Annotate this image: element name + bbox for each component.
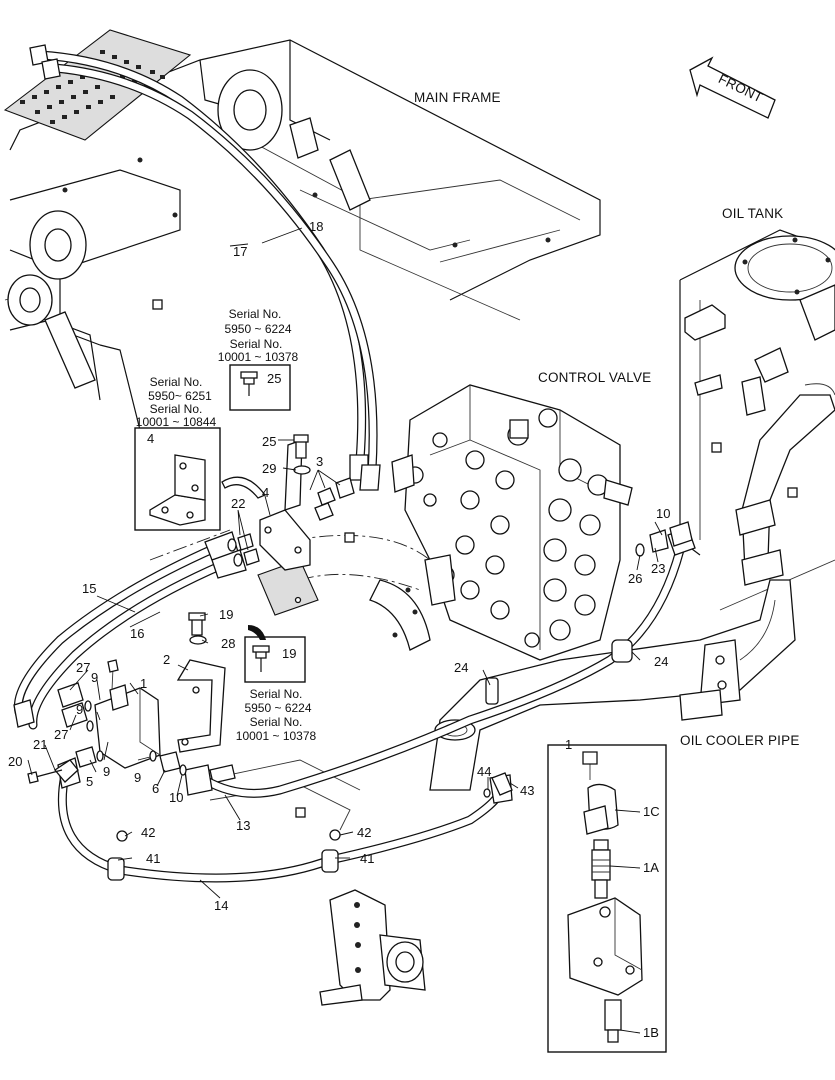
hose-15-16 <box>13 531 247 730</box>
callout-20: 20 <box>8 754 22 769</box>
callout-25a: 25 <box>267 371 281 386</box>
callout-18: 18 <box>309 219 323 234</box>
callout-42a: 42 <box>141 825 155 840</box>
callout-44: 44 <box>477 764 491 779</box>
detail-box-valve-1 <box>547 744 667 1053</box>
serial-19-line4: 10001 ~ 10378 <box>236 729 317 743</box>
serial-25-line2: 5950 ~ 6224 <box>224 322 291 336</box>
callout-28: 28 <box>221 636 235 651</box>
hose-17-18 <box>29 44 381 491</box>
serial-19-line2: 5950 ~ 6224 <box>244 701 311 715</box>
serial-box-19: Serial No. 5950 ~ 6224 Serial No. 10001 … <box>236 625 317 743</box>
serial-25-line3: Serial No. <box>230 337 283 351</box>
oil-tank-label: OIL TANK <box>722 206 783 221</box>
serial-4-line4: 10001 ~ 10844 <box>136 415 217 429</box>
lower-flange-pipe <box>319 889 426 1006</box>
callout-1c: 1C <box>643 804 660 819</box>
callout-19b: 19 <box>282 646 296 661</box>
callout-25b: 25 <box>262 434 276 449</box>
callout-42b: 42 <box>357 825 371 840</box>
callout-23: 23 <box>651 561 665 576</box>
callout-17: 17 <box>233 244 247 259</box>
callout-9a: 9 <box>91 670 98 685</box>
callout-26: 26 <box>628 571 642 586</box>
leader-lines <box>27 227 663 1034</box>
callout-41a: 41 <box>146 851 160 866</box>
serial-4-line3: Serial No. <box>150 402 203 416</box>
serial-box-4: Serial No. 5950~ 6251 Serial No. 10001 ~… <box>134 375 267 531</box>
oil-tank <box>679 229 835 611</box>
callout-16: 16 <box>130 626 144 641</box>
callout-9d: 9 <box>134 770 141 785</box>
hose-clamps <box>107 639 633 881</box>
callout-9c: 9 <box>103 764 110 779</box>
callout-24b: 24 <box>654 654 668 669</box>
serial-19-line3: Serial No. <box>250 715 303 729</box>
callout-13: 13 <box>236 818 250 833</box>
oil-cooler-pipe-label: OIL COOLER PIPE <box>680 733 800 748</box>
callout-22: 22 <box>231 496 245 511</box>
grating-holes <box>20 50 165 124</box>
callout-3: 3 <box>316 454 323 469</box>
serial-19-line1: Serial No. <box>250 687 303 701</box>
callout-41b: 41 <box>360 851 374 866</box>
callout-10a: 10 <box>656 506 670 521</box>
main-frame-label: MAIN FRAME <box>414 90 501 105</box>
frame-bolts <box>62 157 551 248</box>
callout-21: 21 <box>33 737 47 752</box>
callout-27b: 27 <box>54 727 68 742</box>
callout-2: 2 <box>163 652 170 667</box>
hose-13 <box>184 527 696 798</box>
callout-6: 6 <box>152 781 159 796</box>
callout-15: 15 <box>82 581 96 596</box>
control-valve-label: CONTROL VALVE <box>538 370 651 385</box>
callout-1a: 1A <box>643 860 659 875</box>
callout-10b: 10 <box>169 790 183 805</box>
callout-9b: 9 <box>76 702 83 717</box>
callout-14: 14 <box>214 898 228 913</box>
control-valve <box>391 384 633 661</box>
callout-1-detail: 1 <box>565 737 572 752</box>
callout-1b: 1B <box>643 1025 659 1040</box>
callout-43: 43 <box>520 783 534 798</box>
front-arrow: FRONT <box>689 56 776 119</box>
serial-box-25: Serial No. 5950 ~ 6224 Serial No. 10001 … <box>218 307 299 411</box>
callout-5: 5 <box>86 774 93 789</box>
callout-numbers: 18 17 25 25 3 29 4 4 22 10 26 23 15 16 1… <box>8 219 670 1040</box>
bracket-4-assembly <box>227 434 355 571</box>
oil-cooler-pipe <box>429 579 796 791</box>
serial-4-line2: 5950~ 6251 <box>148 389 212 403</box>
slewing-ring <box>149 529 431 831</box>
main-frame-structure <box>3 29 601 431</box>
valve-1-assembly <box>27 612 226 784</box>
callout-1: 1 <box>140 676 147 691</box>
control-valve-ports <box>406 408 609 648</box>
callout-27a: 27 <box>76 660 90 675</box>
callout-4b: 4 <box>262 485 269 500</box>
callout-24a: 24 <box>454 660 468 675</box>
serial-25-line4: 10001 ~ 10378 <box>218 350 299 364</box>
small-fittings <box>483 521 693 798</box>
callout-19a: 19 <box>219 607 233 622</box>
callout-29: 29 <box>262 461 276 476</box>
serial-4-line1: Serial No. <box>150 375 203 389</box>
serial-25-line1: Serial No. <box>229 307 282 321</box>
callout-4a: 4 <box>147 431 154 446</box>
